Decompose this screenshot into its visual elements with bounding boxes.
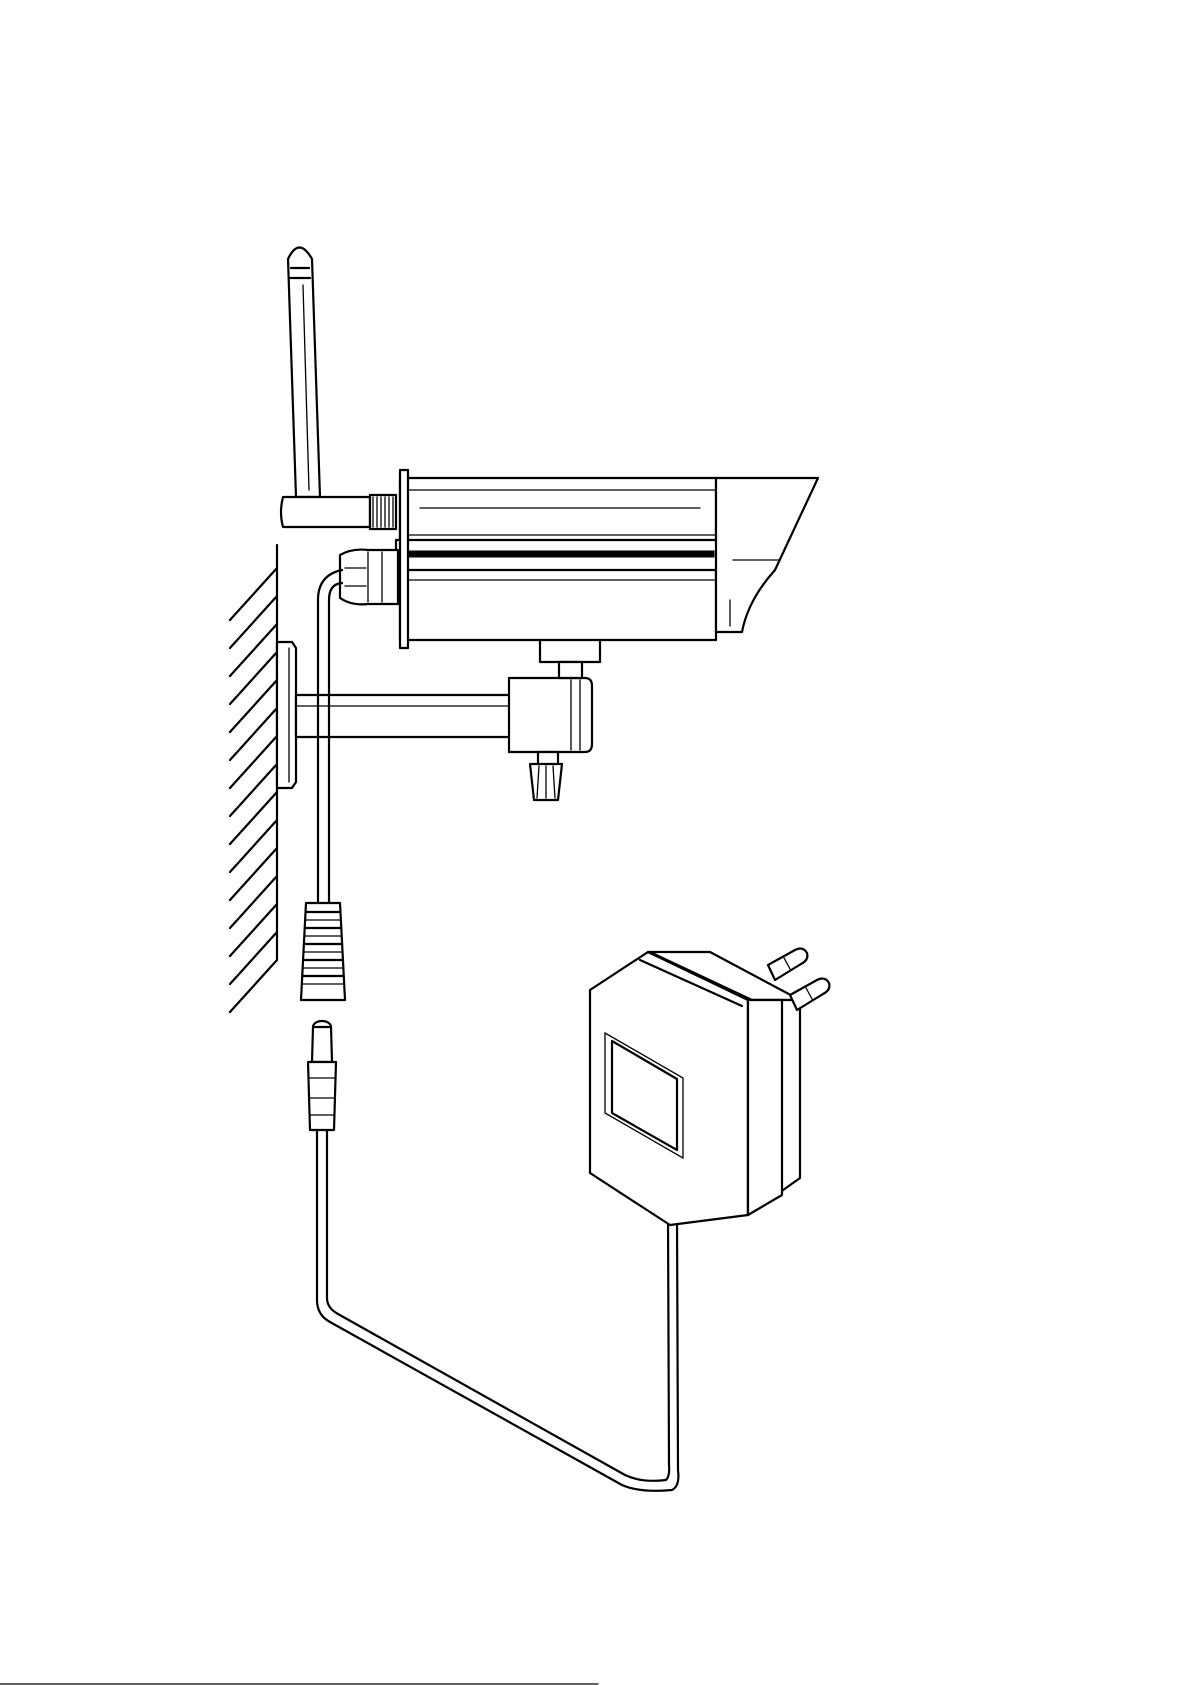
wall-hatch-line — [230, 708, 277, 760]
wall-hatch-line — [230, 904, 277, 956]
wall-hatch-line — [230, 680, 277, 732]
antenna — [281, 248, 396, 530]
wall-hatch-line — [230, 876, 277, 928]
wall-hatch-line — [230, 932, 277, 984]
wall-hatching — [230, 568, 277, 1012]
wall-hatch-line — [230, 568, 277, 620]
wall-hatch-line — [230, 820, 277, 872]
cable-gland — [340, 550, 398, 605]
wall-bracket — [277, 630, 600, 800]
wall-hatch-line — [230, 764, 277, 816]
wall-hatch-line — [230, 960, 277, 1012]
sun-shield — [716, 478, 818, 632]
wall-hatch-line — [230, 624, 277, 676]
wall-hatch-line — [230, 848, 277, 900]
wall — [230, 545, 277, 1012]
wall-hatch-line — [230, 736, 277, 788]
male-dc-plug — [308, 1021, 336, 1130]
wall-hatch-line — [230, 596, 277, 648]
power-adapter — [590, 952, 800, 1225]
camera-housing — [396, 470, 720, 648]
female-dc-socket — [301, 903, 345, 1000]
wall-hatch-line — [230, 652, 277, 704]
wall-hatch-line — [230, 792, 277, 844]
